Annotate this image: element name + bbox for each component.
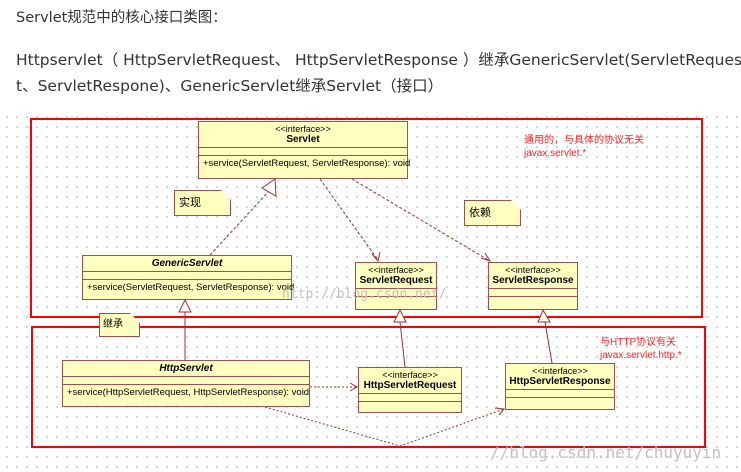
dependency-line-response — [351, 178, 491, 262]
class-servlet-response[interactable]: <<interface>>ServletResponse — [488, 262, 578, 310]
class-servlet[interactable]: <<interface>>Servlet +service(ServletReq… — [198, 121, 411, 179]
class-servlet-request[interactable]: <<interface>>ServletRequest — [355, 262, 437, 310]
generic-region-label: 通用的，与具体的协议无关 javax.servlet.* — [524, 134, 644, 160]
note-depend: 依赖 — [464, 200, 521, 226]
dependency-line-request — [319, 178, 379, 261]
stereotype: <<interface>> — [275, 124, 331, 134]
class-generic-servlet[interactable]: GenericServlet +service(ServletRequest, … — [82, 255, 295, 300]
class-method: +service(HttpServletRequest, HttpServlet… — [67, 387, 310, 398]
class-http-servlet-response[interactable]: <<interface>>HttpServletResponse — [505, 363, 615, 410]
class-name: GenericServlet — [151, 258, 223, 269]
stereotype: <<interface>> — [382, 370, 438, 380]
inheritance-line — [399, 321, 406, 368]
generic-region-desc: 通用的，与具体的协议无关 — [524, 135, 644, 146]
generic-region — [30, 118, 703, 318]
class-name: HttpServletRequest — [363, 380, 457, 391]
watermark-center: http://blog.csdn.net/ — [282, 287, 447, 302]
inheritance-arrowhead — [178, 298, 192, 313]
inheritance-arrowhead — [393, 308, 407, 323]
class-method: +service(ServletRequest, ServletResponse… — [203, 158, 411, 169]
class-name: HttpServletResponse — [509, 376, 611, 387]
paragraph-line-2: t、ServletRespone)、GenericServlet继承Servle… — [16, 77, 444, 95]
stereotype: <<interface>> — [532, 366, 588, 376]
dependency-arrowhead — [371, 251, 381, 263]
note-realize: 实现 — [174, 190, 231, 216]
class-name: ServletResponse — [492, 275, 574, 286]
http-region — [31, 326, 706, 448]
generic-region-package: javax.servlet.* — [524, 148, 587, 159]
http-region-label: 与HTTP协议有关 javax.servlet.http.* — [600, 336, 682, 362]
class-method: +service(ServletRequest, ServletResponse… — [87, 282, 295, 293]
dependency-arrowhead — [480, 252, 492, 262]
paragraph-line-1: Httpservlet（ HttpServletRequest、 HttpSer… — [16, 51, 741, 69]
realization-arrowhead — [261, 178, 277, 197]
class-http-servlet-request[interactable]: <<interface>>HttpServletRequest — [358, 367, 462, 413]
stereotype: <<interface>> — [368, 265, 424, 275]
class-name: ServletRequest — [359, 275, 433, 286]
dependency-arrowhead — [494, 407, 505, 416]
class-name: Servlet — [286, 134, 320, 145]
watermark-corner: //blog.csdn.net/chuyuyin — [490, 443, 722, 462]
dependency-arrowhead — [349, 382, 359, 392]
heading: Servlet规范中的核心接口类图： — [16, 10, 227, 26]
note-inherit: 继承 — [99, 313, 140, 337]
stereotype: <<interface>> — [505, 265, 561, 275]
class-http-servlet[interactable]: HttpServlet +service(HttpServletRequest,… — [62, 360, 310, 407]
http-region-package: javax.servlet.http.* — [600, 350, 682, 361]
http-region-desc: 与HTTP协议有关 — [600, 337, 677, 348]
dependency-line — [264, 406, 505, 447]
class-name: HttpServlet — [159, 363, 213, 374]
inheritance-line — [544, 321, 553, 364]
inheritance-arrowhead — [537, 308, 551, 323]
